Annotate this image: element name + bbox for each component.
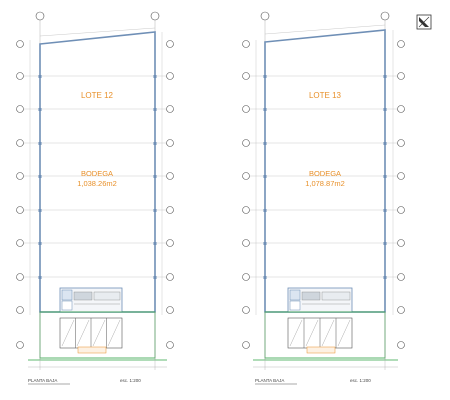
plan-scale: esc. 1:200: [120, 378, 141, 383]
plan-title: PLANTA BAJA: [255, 378, 284, 383]
grid-bubbles-sides: [16, 40, 174, 349]
loading-area: [253, 311, 398, 370]
area-label: 1,038.26m2: [77, 179, 117, 188]
office-block: [287, 287, 353, 313]
grid-lines-horizontal: [247, 75, 402, 278]
area-label: 1,078.87m2: [305, 179, 345, 188]
loading-area: [28, 311, 167, 370]
columns: [38, 75, 157, 279]
use-label: BODEGA: [81, 169, 113, 178]
columns: [263, 75, 387, 279]
dimension-line-top: [39, 27, 156, 37]
office-block: [59, 287, 123, 313]
grid-bubbles-sides: [242, 40, 405, 349]
grid-lines-horizontal: [22, 75, 172, 278]
lot-label: LOTE 12: [81, 91, 114, 100]
north-arrow-icon: [416, 14, 432, 30]
lot-label: LOTE 13: [309, 91, 342, 100]
plan-title: PLANTA BAJA: [28, 378, 57, 383]
plan-lote-13: LOTE 13 BODEGA 1,078.87m2 PLANTA BAJA es…: [242, 11, 405, 385]
plan-scale: esc. 1:200: [350, 378, 371, 383]
use-label: BODEGA: [309, 169, 341, 178]
dimension-line-top: [264, 24, 386, 35]
grid-bubbles-top: [260, 11, 390, 21]
grid-bubbles-top: [35, 11, 160, 21]
plan-lote-12: LOTE 12 BODEGA 1,038.26m2 PLANTA BAJA es…: [16, 11, 174, 385]
